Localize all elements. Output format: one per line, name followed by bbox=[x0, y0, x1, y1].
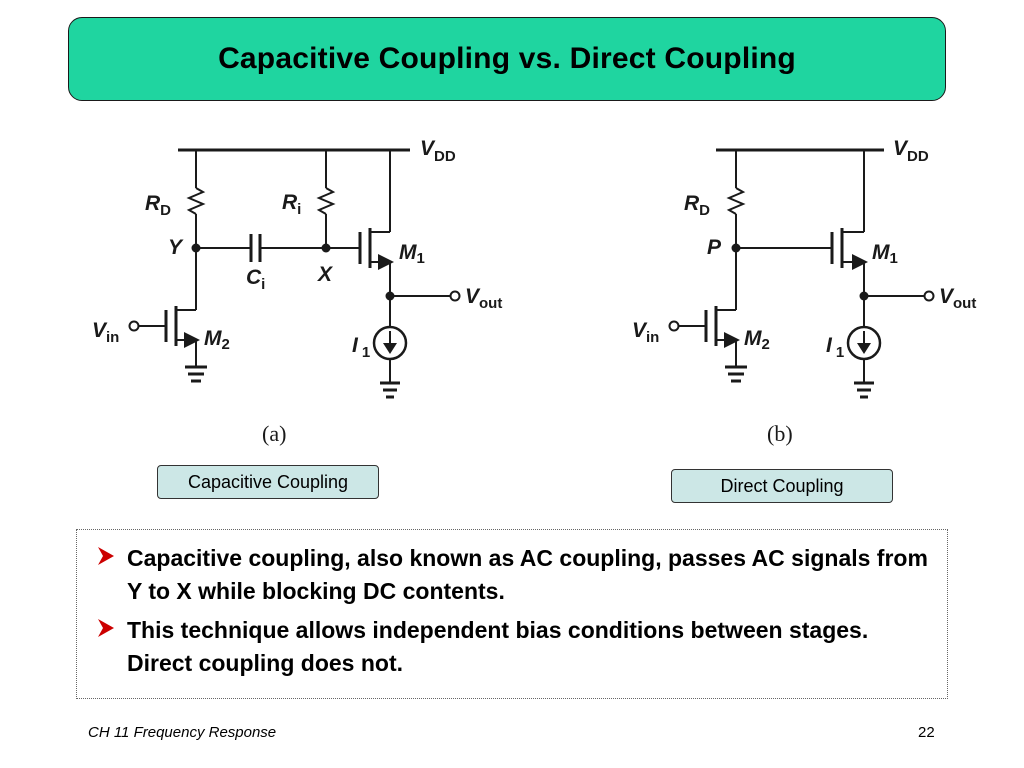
capacitive-coupling-tag: Capacitive Coupling bbox=[157, 465, 379, 499]
m2-label-a: M2 bbox=[204, 327, 230, 353]
footer-course: CH 11 Frequency Response bbox=[88, 724, 277, 741]
vout-label-a: Vout bbox=[465, 285, 502, 312]
resistor-rd-b bbox=[726, 150, 746, 248]
transistor-m1-b bbox=[830, 150, 868, 326]
title-banner: Capacitive Coupling vs. Direct Coupling bbox=[68, 17, 946, 101]
caption-b: (b) bbox=[767, 421, 793, 446]
transistor-m1-a bbox=[358, 150, 394, 326]
vout-label-b: Vout bbox=[939, 285, 976, 312]
m2-label-b: M2 bbox=[744, 327, 770, 353]
m1-label-a: M1 bbox=[399, 241, 425, 267]
capacitor-ci-a bbox=[249, 234, 262, 262]
ri-label-a: Ri bbox=[282, 191, 301, 218]
rd-label-b: RD bbox=[684, 192, 710, 219]
transistor-m2-b bbox=[668, 248, 747, 383]
transistor-m2-a bbox=[128, 248, 207, 383]
vout-terminal-b bbox=[923, 290, 935, 302]
vin-label-b: Vin bbox=[632, 319, 659, 346]
bullet-text: Capacitive coupling, also known as AC co… bbox=[127, 545, 928, 604]
m1-label-b: M1 bbox=[872, 241, 898, 267]
vin-label-a: Vin bbox=[92, 319, 119, 346]
ci-label-a: Ci bbox=[246, 266, 265, 293]
current-source-i1-b bbox=[846, 325, 882, 399]
bullet-box: Capacitive coupling, also known as AC co… bbox=[76, 529, 948, 699]
arrow-bullet-icon bbox=[98, 619, 114, 637]
node-y-label: Y bbox=[168, 236, 184, 259]
bullet-text: This technique allows independent bias c… bbox=[127, 617, 869, 676]
caption-a: (a) bbox=[262, 421, 286, 446]
node-x-label: X bbox=[317, 263, 334, 286]
vout-terminal bbox=[449, 290, 461, 302]
vdd-label-b: VDD bbox=[893, 137, 929, 165]
current-source-i1-a bbox=[372, 325, 408, 399]
slide-title: Capacitive Coupling vs. Direct Coupling bbox=[218, 42, 796, 75]
arrow-bullet-icon bbox=[98, 547, 114, 565]
footer-page-number: 22 bbox=[918, 724, 935, 741]
node-x-dot bbox=[321, 243, 331, 253]
bullet-item: Capacitive coupling, also known as AC co… bbox=[91, 542, 935, 608]
node-p-label: P bbox=[707, 236, 722, 259]
direct-coupling-tag: Direct Coupling bbox=[671, 469, 893, 503]
vdd-label-a: VDD bbox=[420, 137, 456, 165]
bullet-item: This technique allows independent bias c… bbox=[91, 614, 935, 680]
resistor-rd-a bbox=[186, 150, 206, 248]
resistor-ri-a bbox=[316, 150, 336, 248]
rd-label-a: RD bbox=[145, 192, 171, 219]
